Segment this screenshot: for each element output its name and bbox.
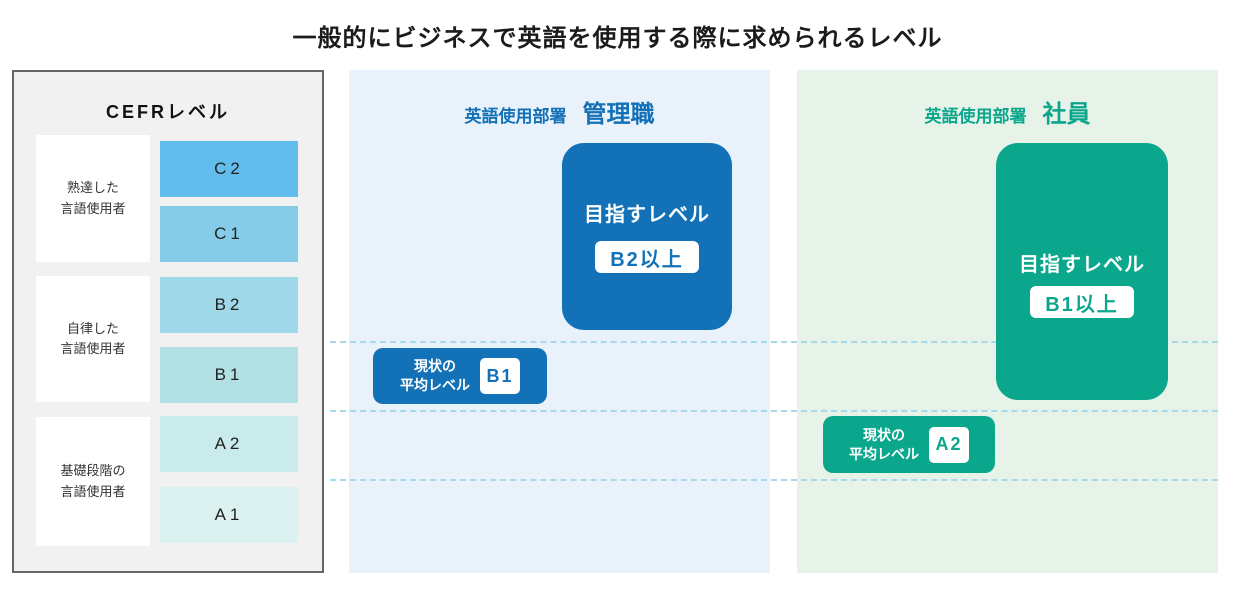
current-level-value: B1 (480, 358, 520, 394)
current-label-line: 平均レベル (400, 377, 470, 393)
cefr-group-basic: 基礎段階の 言語使用者 (36, 417, 150, 546)
group-label-line: 自律した (66, 320, 119, 336)
target-level-label: 目指すレベル (1019, 254, 1145, 276)
target-level-box-managers: 目指すレベル B2以上 (562, 143, 732, 330)
page-title: 一般的にビジネスで英語を使用する際に求められるレベル (292, 25, 943, 52)
cefr-level-b2: B2 (160, 277, 298, 333)
cefr-group-proficient-label: 熟達した 言語使用者 (60, 178, 125, 218)
current-label-line: 平均レベル (849, 445, 919, 462)
cefr-level-a2: A2 (160, 416, 298, 472)
current-label-line: 現状の (414, 358, 456, 375)
role-label: 管理職 (582, 101, 655, 128)
cefr-group-independent: 自律した 言語使用者 (36, 276, 150, 402)
cefr-level-c1: C1 (160, 206, 298, 262)
dept-label: 英語使用部署 (464, 107, 567, 126)
group-label-line: 言語使用者 (60, 341, 126, 356)
cefr-level-a1: A1 (160, 487, 298, 543)
group-label-line: 基礎段階の (60, 463, 126, 479)
cefr-group-proficient: 熟達した 言語使用者 (36, 135, 150, 262)
guide-line-a2-a1 (330, 479, 1218, 481)
current-level-label: 現状の 平均レベル (400, 357, 470, 395)
cefr-panel-title: CEFRレベル (106, 102, 230, 122)
cefr-level-c2: C2 (160, 141, 298, 197)
current-level-box-managers: 現状の 平均レベル B1 (373, 348, 547, 404)
cefr-level-b1: B1 (160, 347, 298, 403)
group-label-line: 熟達した (66, 180, 119, 196)
section-staff-header: 英語使用部署 社員 (797, 94, 1218, 129)
section-managers-header: 英語使用部署 管理職 (349, 94, 770, 129)
guide-line-b1-a2 (330, 410, 1218, 412)
target-level-value: B1以上 (1030, 286, 1134, 318)
role-label: 社員 (1042, 101, 1091, 128)
cefr-panel: CEFRレベル 熟達した 言語使用者 自律した 言語使用者 基礎段階の 言語使用… (12, 70, 324, 573)
dept-label: 英語使用部署 (924, 107, 1027, 126)
target-level-value: B2以上 (595, 241, 699, 273)
group-label-line: 言語使用者 (60, 483, 126, 499)
guide-line-b2-b1 (330, 341, 1218, 343)
target-level-label: 目指すレベル (584, 204, 710, 226)
current-level-box-staff: 現状の 平均レベル A2 (823, 416, 995, 473)
cefr-group-basic-label: 基礎段階の 言語使用者 (60, 461, 125, 501)
current-label-line: 現状の (863, 426, 905, 443)
target-level-box-staff: 目指すレベル B1以上 (996, 143, 1168, 400)
group-label-line: 言語使用者 (60, 200, 126, 216)
cefr-group-independent-label: 自律した 言語使用者 (60, 319, 125, 359)
current-level-value: A2 (929, 426, 969, 463)
current-level-label: 現状の 平均レベル (849, 426, 919, 464)
